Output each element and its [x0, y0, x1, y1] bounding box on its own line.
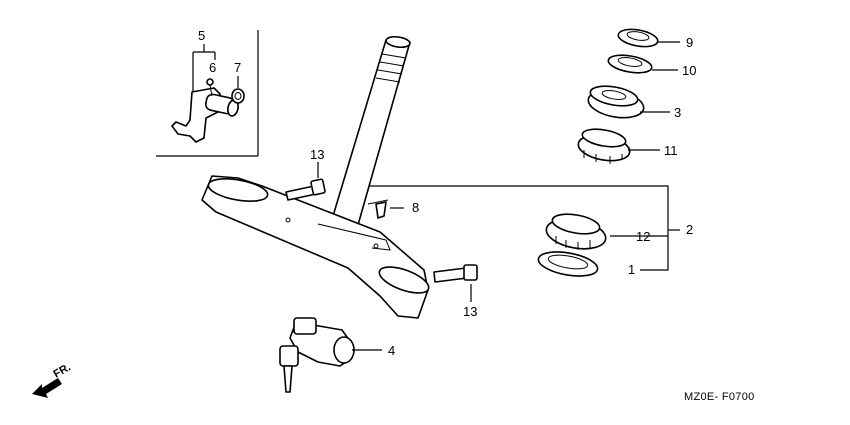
bolt-13-upper	[285, 178, 326, 201]
bolt-13-lower	[433, 264, 478, 283]
callout-6: 6	[209, 60, 216, 75]
diagram-code: MZ0E- F0700	[684, 391, 755, 403]
callout-10: 10	[682, 63, 696, 78]
adjusting-nut-3	[587, 85, 645, 119]
callout-5-leader	[192, 44, 216, 92]
front-direction-label: FR.	[52, 361, 73, 380]
callout-7: 7	[234, 60, 241, 75]
locknut-9	[617, 28, 659, 48]
callout-11: 11	[664, 143, 678, 158]
callout-2: 2	[686, 222, 693, 237]
callout-8: 8	[412, 200, 419, 215]
callout-12: 12	[636, 229, 650, 244]
front-direction-arrow-icon	[32, 378, 62, 398]
callout-2-bracket	[370, 185, 680, 271]
callout-5: 5	[198, 28, 205, 43]
bearing-11	[577, 128, 631, 164]
lock-bracket-part	[171, 78, 245, 143]
callout-13-lower: 13	[463, 304, 477, 319]
callout-13-upper: 13	[310, 147, 324, 162]
screw-8	[367, 199, 389, 219]
inset-frame	[156, 30, 259, 157]
callout-9: 9	[686, 35, 693, 50]
callout-1: 1	[628, 262, 635, 277]
steering-stem-part	[201, 35, 430, 319]
bearing-12	[545, 213, 607, 250]
callout-3: 3	[674, 105, 681, 120]
steering-lock-4	[279, 317, 355, 393]
race-1	[537, 251, 599, 277]
washer-10	[607, 54, 653, 74]
callout-4: 4	[388, 343, 395, 358]
